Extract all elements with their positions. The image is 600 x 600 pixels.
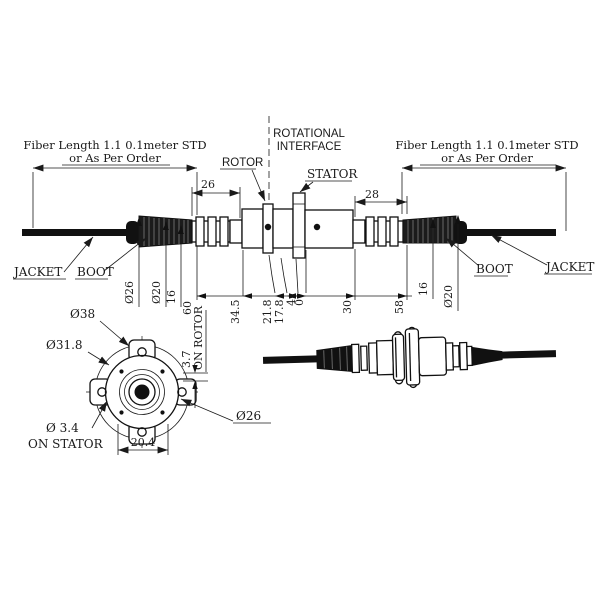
- flange-dia3-4-label: Ø 3.4: [46, 421, 79, 435]
- jacket-label-left: JACKET: [12, 265, 62, 279]
- rotor-label: ROTOR: [222, 157, 263, 169]
- fiber-note-left-1: Fiber Length 1.1 0.1meter STD: [23, 138, 206, 152]
- right-neck: [352, 219, 366, 244]
- dim-16-right: 16: [417, 282, 430, 296]
- pictorial-view: [262, 326, 557, 389]
- chain-dim-34-5: 34.5: [229, 300, 242, 325]
- main-assembly-view: [22, 116, 556, 259]
- rotor-body: [241, 208, 264, 249]
- left-ring-section: [191, 216, 231, 247]
- pictorial-right-cable: [501, 350, 557, 359]
- stator-flange-ring: [292, 192, 306, 259]
- fiber-note-right-2: or As Per Order: [441, 151, 533, 165]
- diameter-dims: Ø26 Ø20 16 16 Ø20: [123, 215, 461, 311]
- pictorial-flange-1: [391, 331, 406, 385]
- right-boot-nub: [454, 221, 467, 244]
- stator-label: STATOR: [307, 167, 358, 181]
- rotational-interface-label-1: ROTATIONAL: [273, 128, 345, 140]
- chain-dimensions: 60 34.5 21.8 17.8 4 0 30 58: [181, 245, 412, 324]
- boot-label-left: BOOT: [77, 265, 114, 279]
- chain-dim-4: 4: [285, 299, 298, 306]
- pictorial-left-boot: [316, 344, 353, 373]
- pictorial-right-boot: [471, 346, 503, 366]
- fiber-note-left-2: or As Per Order: [69, 151, 161, 165]
- flange-inner-rings: [119, 369, 165, 415]
- chain-dim-0: 0: [293, 299, 306, 306]
- top-annotations: Fiber Length 1.1 0.1meter STD or As Per …: [23, 128, 579, 231]
- left-neck: [229, 219, 243, 244]
- flange-3-7-dim: 3.7: [180, 351, 193, 369]
- chain-dim-17-8: 17.8: [273, 300, 286, 325]
- rotor-leader: [251, 169, 266, 202]
- right-ring-section: [364, 216, 404, 247]
- chain-dim-30: 30: [341, 300, 354, 314]
- right-cable: [465, 229, 556, 236]
- flange-end-view: Ø38 Ø31.8 Ø 3.4 ON STATOR 20.4 3.7 ON RO…: [28, 305, 271, 455]
- flange-on-rotor-label: ON ROTOR: [192, 305, 205, 370]
- stator-leader: [299, 181, 314, 193]
- rotational-interface-label-2: INTERFACE: [277, 141, 342, 153]
- rotor-screw: [264, 223, 272, 231]
- flange-dia26-label: Ø26: [236, 409, 261, 423]
- flange-dia31-8-label: Ø31.8: [46, 338, 83, 352]
- left-boot: [138, 215, 193, 248]
- dim-dia20-right: Ø20: [442, 285, 455, 308]
- boot-label-right: BOOT: [476, 262, 513, 276]
- flange-20-4-dim: 20.4: [131, 436, 156, 449]
- cable-labels: JACKET BOOT BOOT JACKET: [12, 234, 594, 280]
- dim-dia26-left: Ø26: [123, 281, 136, 304]
- mid-housing: [272, 208, 294, 249]
- pictorial-left-cable: [262, 355, 318, 364]
- flange-lug-holes: [97, 347, 187, 437]
- pictorial-stator-cylinder: [417, 336, 448, 377]
- chain-dim-58: 58: [393, 300, 406, 314]
- chain-dim-60: 60: [181, 301, 194, 315]
- dim-dia20-left: Ø20: [150, 281, 163, 304]
- flange-dia38-label: Ø38: [70, 307, 95, 321]
- dim-28: 28: [365, 188, 379, 201]
- left-cable: [22, 229, 130, 236]
- fiber-note-right-1: Fiber Length 1.1 0.1meter STD: [395, 138, 578, 152]
- jacket-label-right: JACKET: [544, 260, 594, 274]
- stator-screw: [313, 223, 321, 231]
- dim-26: 26: [201, 178, 215, 191]
- stator-body: [304, 209, 354, 249]
- pictorial-rotor-cylinder: [375, 339, 395, 376]
- pictorial-flange-2: [404, 326, 421, 389]
- dim-16-left: 16: [165, 290, 178, 304]
- chain-dim-21-8: 21.8: [261, 300, 274, 325]
- flange-on-stator-label: ON STATOR: [28, 437, 104, 451]
